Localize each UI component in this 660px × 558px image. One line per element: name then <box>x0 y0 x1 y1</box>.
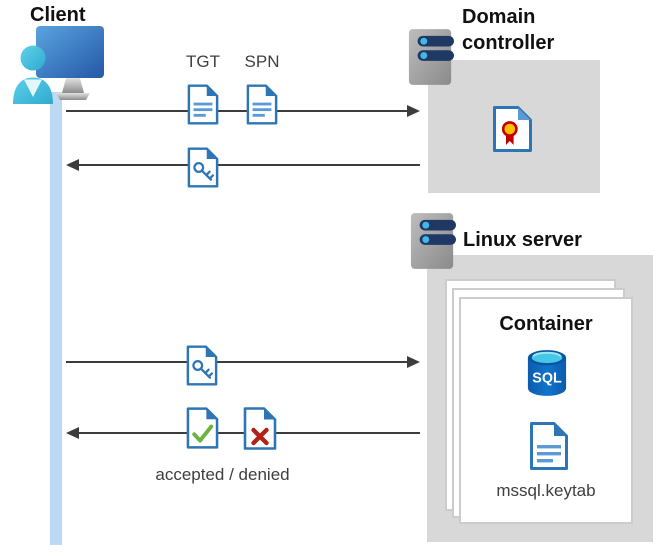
arrow-client-to-server <box>66 361 409 363</box>
spn-document-icon <box>246 84 278 125</box>
person-monitor-icon <box>13 26 104 104</box>
denied-cross-document-icon <box>243 407 277 450</box>
arrow-dc-to-client <box>78 164 420 166</box>
container-label: Container <box>499 313 593 335</box>
tgt-document-icon <box>187 84 219 125</box>
container-page: Container SQL mssql.keytab <box>459 297 633 524</box>
key-document-icon <box>186 345 218 386</box>
keytab-label: mssql.keytab <box>496 481 596 500</box>
arrow-left-head-icon <box>66 159 79 171</box>
arrow-right-head-icon <box>407 105 420 117</box>
server-icon <box>408 29 455 85</box>
client-timeline-band <box>50 92 62 545</box>
result-label: accepted / denied <box>155 465 290 484</box>
linux-server-label: Linux server <box>463 229 582 251</box>
sql-icon-text: SQL <box>532 371 562 387</box>
domain-controller-label: Domain controller <box>462 6 555 54</box>
client-label: Client <box>30 4 86 26</box>
arrow-left-head-icon <box>66 427 79 439</box>
key-document-icon <box>187 147 219 188</box>
server-icon <box>410 213 457 269</box>
sql-database-icon: SQL <box>527 350 567 396</box>
certificate-document-icon <box>493 106 532 152</box>
arrow-client-to-dc <box>66 110 409 112</box>
accepted-check-document-icon <box>186 407 219 449</box>
tgt-label: TGT <box>186 52 220 71</box>
spn-label: SPN <box>244 52 280 71</box>
keytab-document-icon <box>530 422 568 470</box>
arrow-right-head-icon <box>407 356 420 368</box>
